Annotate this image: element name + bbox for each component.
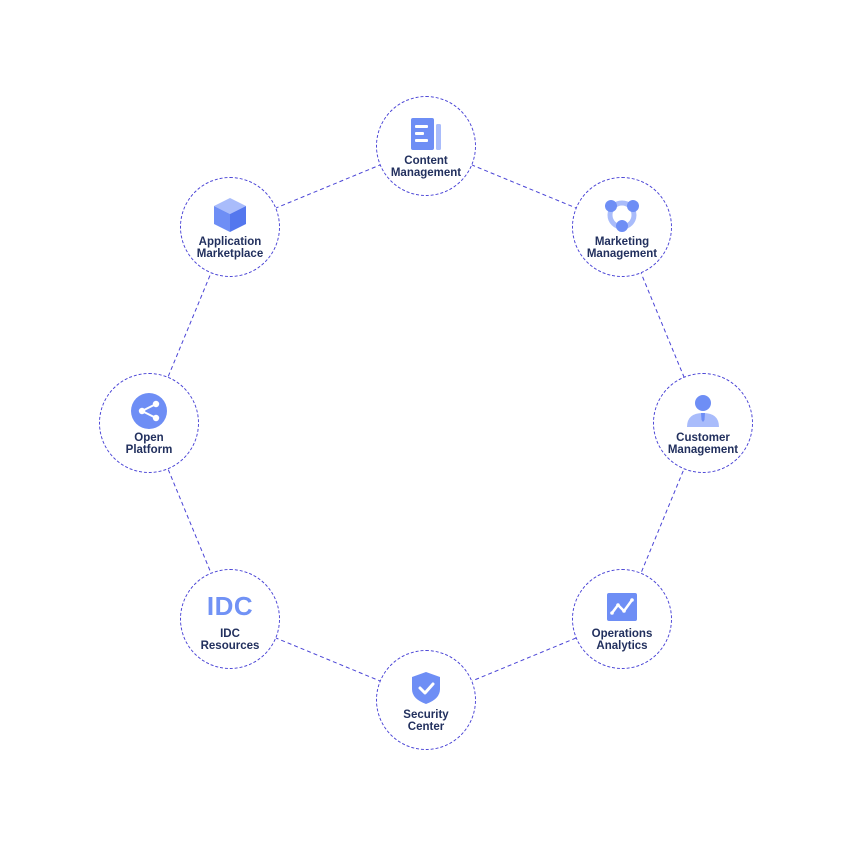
- idc-icon-text: IDC: [206, 591, 254, 621]
- share-icon: [129, 391, 169, 431]
- node-operations-analytics[interactable]: Operations Analytics: [572, 569, 672, 669]
- node-open-platform[interactable]: Open Platform: [99, 373, 199, 473]
- node-customer-management[interactable]: Customer Management: [653, 373, 753, 473]
- node-label: Operations Analytics: [591, 627, 653, 652]
- node-label: Open Platform: [125, 431, 173, 456]
- node-label: Security Center: [403, 708, 449, 733]
- node-marketing-management[interactable]: Marketing Management: [572, 177, 672, 277]
- document-icon: [406, 114, 446, 154]
- node-label: Customer Management: [667, 431, 739, 456]
- node-label: Marketing Management: [586, 235, 658, 260]
- share-cycle-icon: [602, 195, 642, 235]
- node-idc-resources[interactable]: IDC IDC Resources: [180, 569, 280, 669]
- node-label: Content Management: [390, 154, 462, 179]
- idc-icon: IDC: [206, 587, 254, 627]
- node-security-center[interactable]: Security Center: [376, 650, 476, 750]
- node-label: IDC Resources: [200, 627, 260, 652]
- line-chart-icon: [602, 587, 642, 627]
- node-application-marketplace[interactable]: Application Marketplace: [180, 177, 280, 277]
- cube-icon: [210, 195, 250, 235]
- person-icon: [683, 391, 723, 431]
- node-content-management[interactable]: Content Management: [376, 96, 476, 196]
- shield-check-icon: [406, 668, 446, 708]
- node-label: Application Marketplace: [196, 235, 264, 260]
